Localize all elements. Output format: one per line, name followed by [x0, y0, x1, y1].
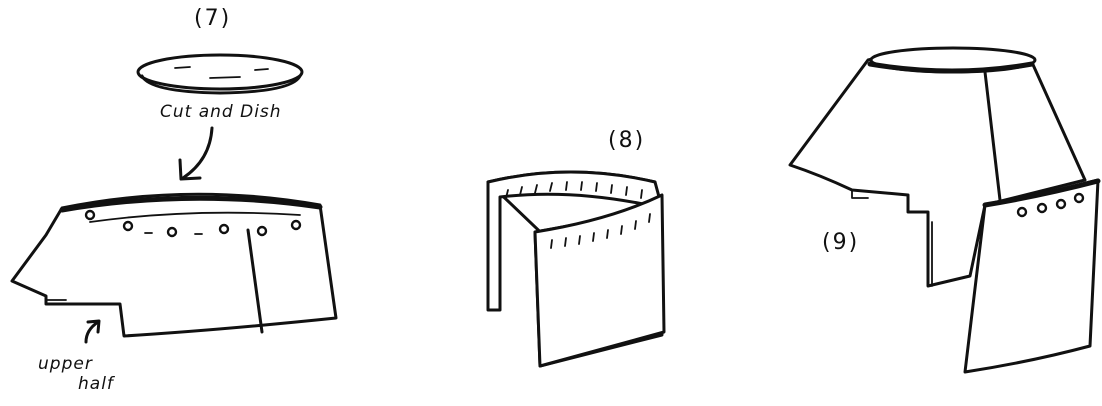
step-7-label: (7) [194, 8, 231, 30]
step-9-label: (9) [822, 232, 859, 254]
upper-half-label-line2: half [78, 376, 114, 393]
upper-half-label-line1: upper [38, 356, 93, 373]
assembled-helmet [790, 48, 1098, 372]
dished-disc [138, 55, 302, 93]
cut-and-dish-label: Cut and Dish [160, 104, 282, 121]
cut-and-dish-arrow [180, 128, 212, 179]
curved-band [488, 172, 664, 366]
step-8-label: (8) [608, 130, 645, 152]
upper-half-helmet-part [12, 194, 336, 336]
upper-half-arrow [86, 321, 99, 342]
